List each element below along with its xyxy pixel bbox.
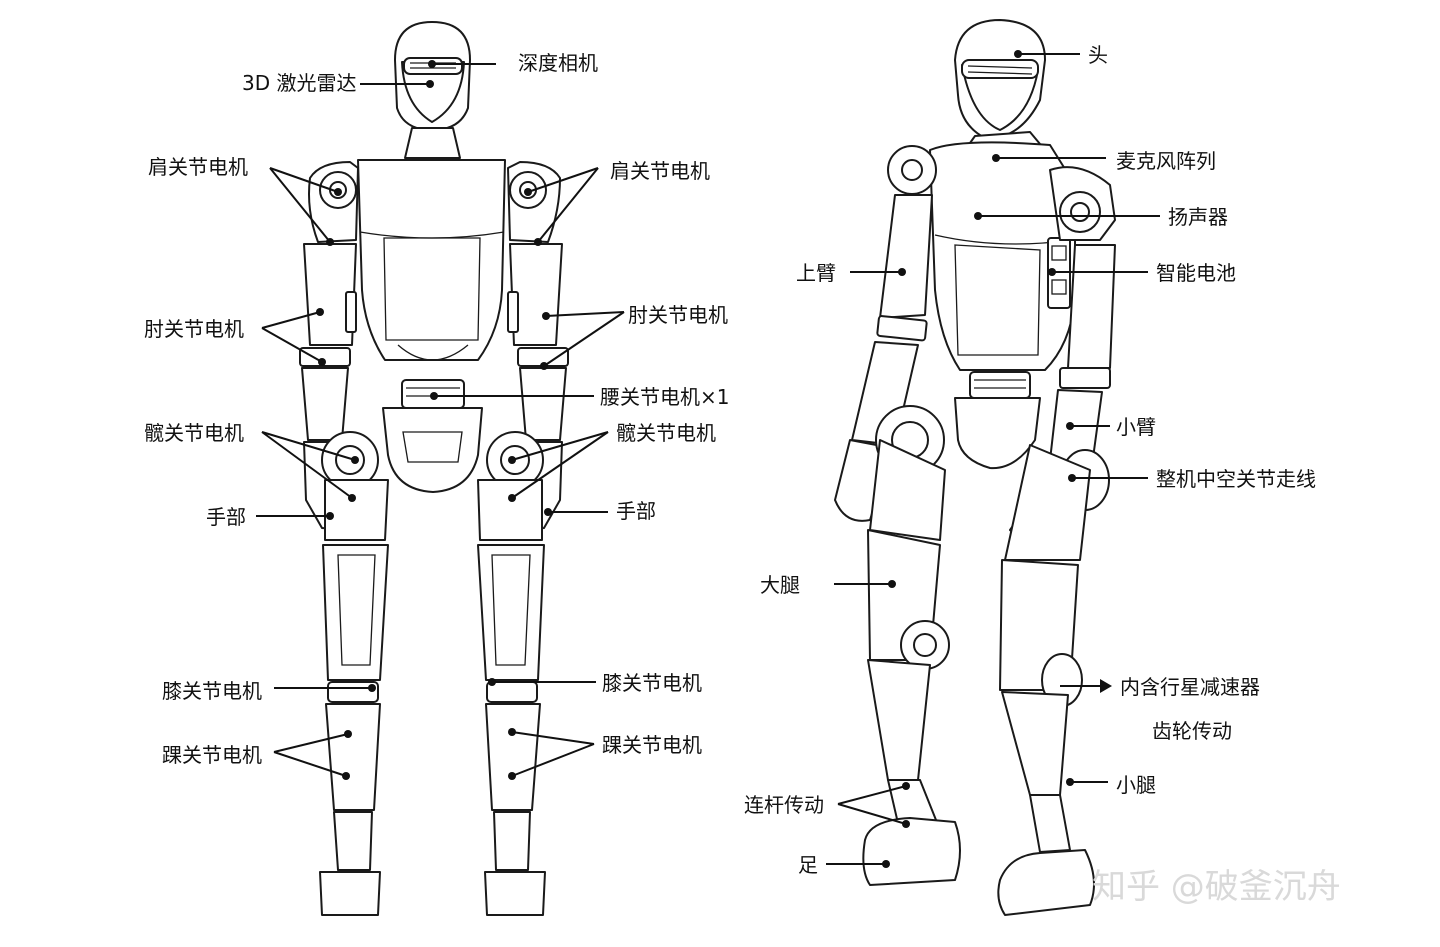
label-planetary-reducer: 内含行星减速器 <box>1120 675 1260 699</box>
label-knee-motor-right: 膝关节电机 <box>602 671 702 695</box>
label-ankle-motor-left: 踝关节电机 <box>162 743 262 767</box>
label-mic-array: 麦克风阵列 <box>1116 149 1216 173</box>
label-shoulder-motor-left: 肩关节电机 <box>148 155 248 179</box>
label-3d-lidar: 3D 激光雷达 <box>242 71 356 95</box>
label-calf: 小腿 <box>1116 773 1156 797</box>
label-gear-drive: 齿轮传动 <box>1152 719 1232 743</box>
label-ankle-motor-right: 踝关节电机 <box>602 733 702 757</box>
label-hip-motor-left: 髋关节电机 <box>144 421 244 445</box>
label-knee-motor-left: 膝关节电机 <box>162 679 262 703</box>
label-smart-battery: 智能电池 <box>1156 261 1236 285</box>
label-depth-camera: 深度相机 <box>518 51 598 75</box>
label-hand-left: 手部 <box>206 505 246 529</box>
label-thigh: 大腿 <box>760 573 800 597</box>
label-hand-right: 手部 <box>616 499 656 523</box>
label-forearm: 小臂 <box>1116 415 1156 439</box>
label-speaker: 扬声器 <box>1168 205 1228 229</box>
label-linkage-drive: 连杆传动 <box>744 793 824 817</box>
front-robot-figure <box>299 21 569 916</box>
side-robot-figure <box>834 19 1116 916</box>
label-upper-arm: 上臂 <box>796 261 836 285</box>
leader-lines <box>256 50 1160 868</box>
watermark: 知乎 @破釜沉舟 <box>1092 867 1341 907</box>
label-waist-motor: 腰关节电机×1 <box>600 385 729 409</box>
label-shoulder-motor-right: 肩关节电机 <box>610 159 710 183</box>
label-elbow-motor-right: 肘关节电机 <box>628 303 728 327</box>
label-hollow-joint-wiring: 整机中空关节走线 <box>1156 467 1316 491</box>
label-head: 头 <box>1088 43 1108 67</box>
label-hip-motor-right: 髋关节电机 <box>616 421 716 445</box>
label-elbow-motor-left: 肘关节电机 <box>144 317 244 341</box>
label-foot: 足 <box>798 853 818 877</box>
